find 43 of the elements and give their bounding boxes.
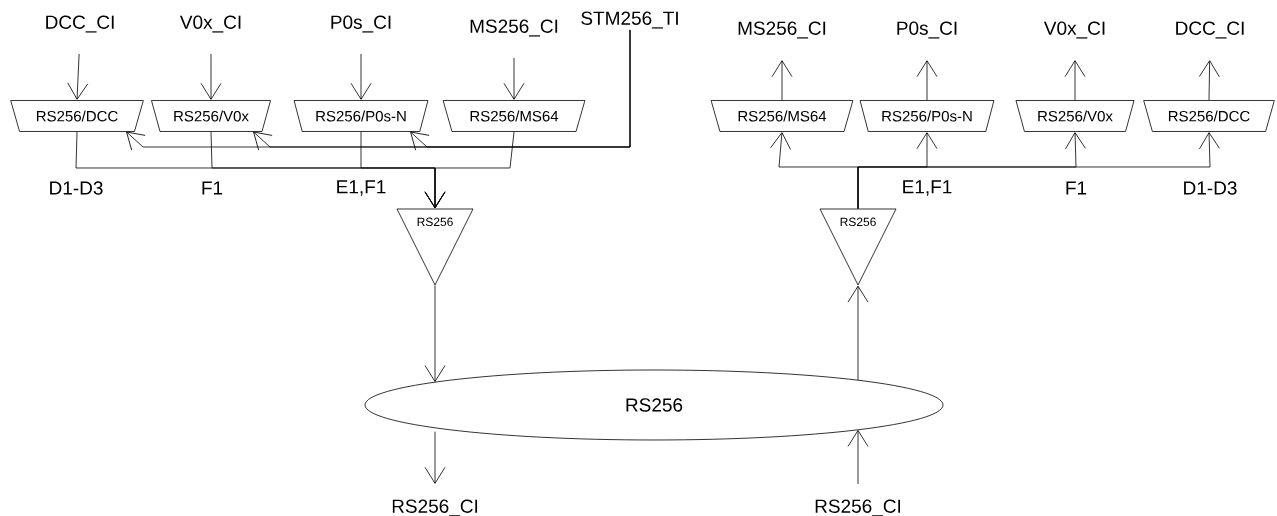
trapezoid-block: RS256/V0x: [151, 100, 271, 132]
trapezoid-block: RS256/MS64: [442, 100, 586, 132]
trapezoid-block: RS256/DCC: [10, 100, 144, 132]
arrow: [1199, 60, 1220, 101]
ellipse-block: RS256: [364, 369, 944, 441]
arrow: [200, 53, 222, 100]
signal-label: MS256_CI: [470, 19, 558, 37]
signal-label: RS256_CI: [392, 499, 478, 516]
arrow: [771, 60, 793, 101]
signal-label: P0s_CI: [897, 21, 957, 39]
trapezoid-block: RS256/P0s-N: [859, 100, 995, 132]
signal-label: V0x_CI: [1043, 21, 1105, 39]
arrow: [410, 29, 631, 151]
signal-label: STM256_TI: [581, 11, 678, 29]
signal-label: RS256_CI: [815, 499, 901, 516]
signal-label: P0s_CI: [331, 15, 391, 33]
arrow: [424, 131, 515, 209]
arrow: [1064, 60, 1086, 101]
arrow: [847, 285, 869, 381]
trapezoid-block: RS256/MS64: [710, 100, 854, 132]
arrow: [350, 53, 372, 100]
edge-label: E1,F1: [900, 179, 954, 197]
triangle-block: RS256: [396, 208, 474, 286]
arrow: [857, 132, 1220, 209]
arrow: [916, 60, 938, 101]
arrow: [424, 431, 446, 484]
edge-label: F1: [199, 180, 225, 196]
trapezoid-block: RS256/V0x: [1015, 100, 1135, 132]
edge-label: F1: [1063, 180, 1089, 196]
trapezoid-block: RS256/DCC: [1143, 100, 1275, 132]
signal-label: MS256_CI: [738, 21, 826, 39]
edge-label: D1-D3: [47, 180, 105, 196]
triangle-block: RS256: [819, 208, 897, 286]
signal-label: DCC_CI: [46, 15, 114, 33]
trapezoid-block: RS256/P0s-N: [293, 100, 429, 132]
arrow: [847, 430, 869, 485]
signal-label: V0x_CI: [179, 15, 241, 33]
edge-label: D1-D3: [1181, 180, 1239, 196]
signal-label: DCC_CI: [1176, 21, 1244, 39]
arrow: [503, 57, 525, 100]
arrow: [424, 285, 446, 382]
arrow: [67, 53, 89, 100]
edge-label: E1,F1: [334, 179, 388, 197]
